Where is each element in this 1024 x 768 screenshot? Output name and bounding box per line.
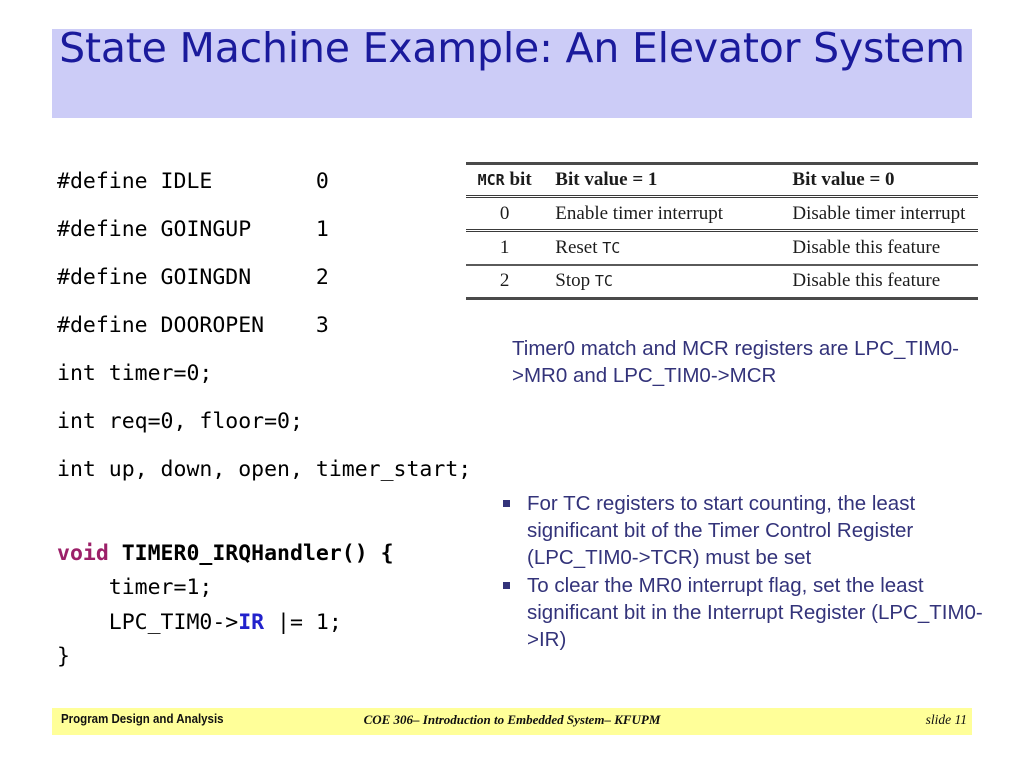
cell-value-zero: Disable this feature [786, 263, 978, 300]
footer-course-title: COE 306– Introduction to Embedded System… [363, 712, 661, 727]
cell-bit: 0 [466, 195, 544, 231]
cell-bit: 1 [466, 229, 544, 265]
footer-band [52, 708, 972, 735]
cell-value-zero: Disable timer interrupt [786, 195, 978, 231]
code-line-ir-prefix: LPC_TIM0-> [57, 609, 239, 635]
code-line-ir-suffix: |= 1; [264, 609, 342, 635]
cell-value-one: Stop TC [543, 263, 787, 300]
cell-value-one-mono: TC [594, 272, 613, 291]
square-bullet-icon [503, 500, 510, 507]
code-line-timer-assign: timer=1; [57, 575, 213, 600]
code-handler-block: void TIMER0_IRQHandler() { timer=1; LPC_… [57, 537, 394, 675]
col-header-bit-value-1: Bit value = 1 [543, 162, 787, 197]
cell-value-one-mono: TC [602, 238, 621, 257]
col-header-bit-label: bit [504, 169, 532, 190]
cell-value-one-text: Reset [555, 236, 603, 258]
cell-value-one: Enable timer interrupt [543, 195, 787, 231]
footer-course-topic: Program Design and Analysis [61, 712, 224, 726]
page-title: State Machine Example: An Elevator Syste… [59, 24, 965, 72]
title-banner [52, 29, 972, 118]
list-item: For TC registers to start counting, the … [498, 490, 998, 571]
col-header-mcr-bit: MCR bit [466, 162, 544, 197]
table-row: 0 Enable timer interrupt Disable timer i… [466, 195, 978, 231]
function-signature: TIMER0_IRQHandler() { [108, 540, 394, 566]
cell-value-one: Reset TC [543, 229, 787, 265]
keyword-void: void [57, 540, 109, 566]
table-header-row: MCR bit Bit value = 1 Bit value = 0 [466, 162, 978, 197]
list-item-text: For TC registers to start counting, the … [527, 492, 916, 569]
code-close-brace: } [57, 644, 70, 669]
list-item: To clear the MR0 interrupt flag, set the… [498, 572, 998, 653]
square-bullet-icon [503, 582, 510, 589]
col-header-bit-value-0: Bit value = 0 [786, 162, 978, 197]
cell-value-one-text: Stop [555, 270, 595, 292]
cell-value-zero: Disable this feature [786, 229, 978, 265]
list-item-text: To clear the MR0 interrupt flag, set the… [527, 574, 983, 651]
table-caption: Timer0 match and MCR registers are LPC_T… [512, 337, 959, 387]
table-row: 2 Stop TC Disable this feature [466, 263, 978, 300]
footer-slide-number: slide 11 [925, 712, 967, 727]
cell-value-one-text: Enable timer interrupt [555, 202, 724, 224]
col-header-mcr-label: MCR [477, 171, 505, 189]
mcr-bit-table: MCR bit Bit value = 1 Bit value = 0 0 En… [466, 162, 978, 300]
table-row: 1 Reset TC Disable this feature [466, 229, 978, 265]
notes-bullet-list: For TC registers to start counting, the … [498, 490, 998, 654]
cell-bit: 2 [466, 263, 544, 300]
register-ident-ir: IR [238, 609, 265, 635]
code-defines-block: #define IDLE 0 #define GOINGUP 1 #define… [57, 168, 472, 482]
